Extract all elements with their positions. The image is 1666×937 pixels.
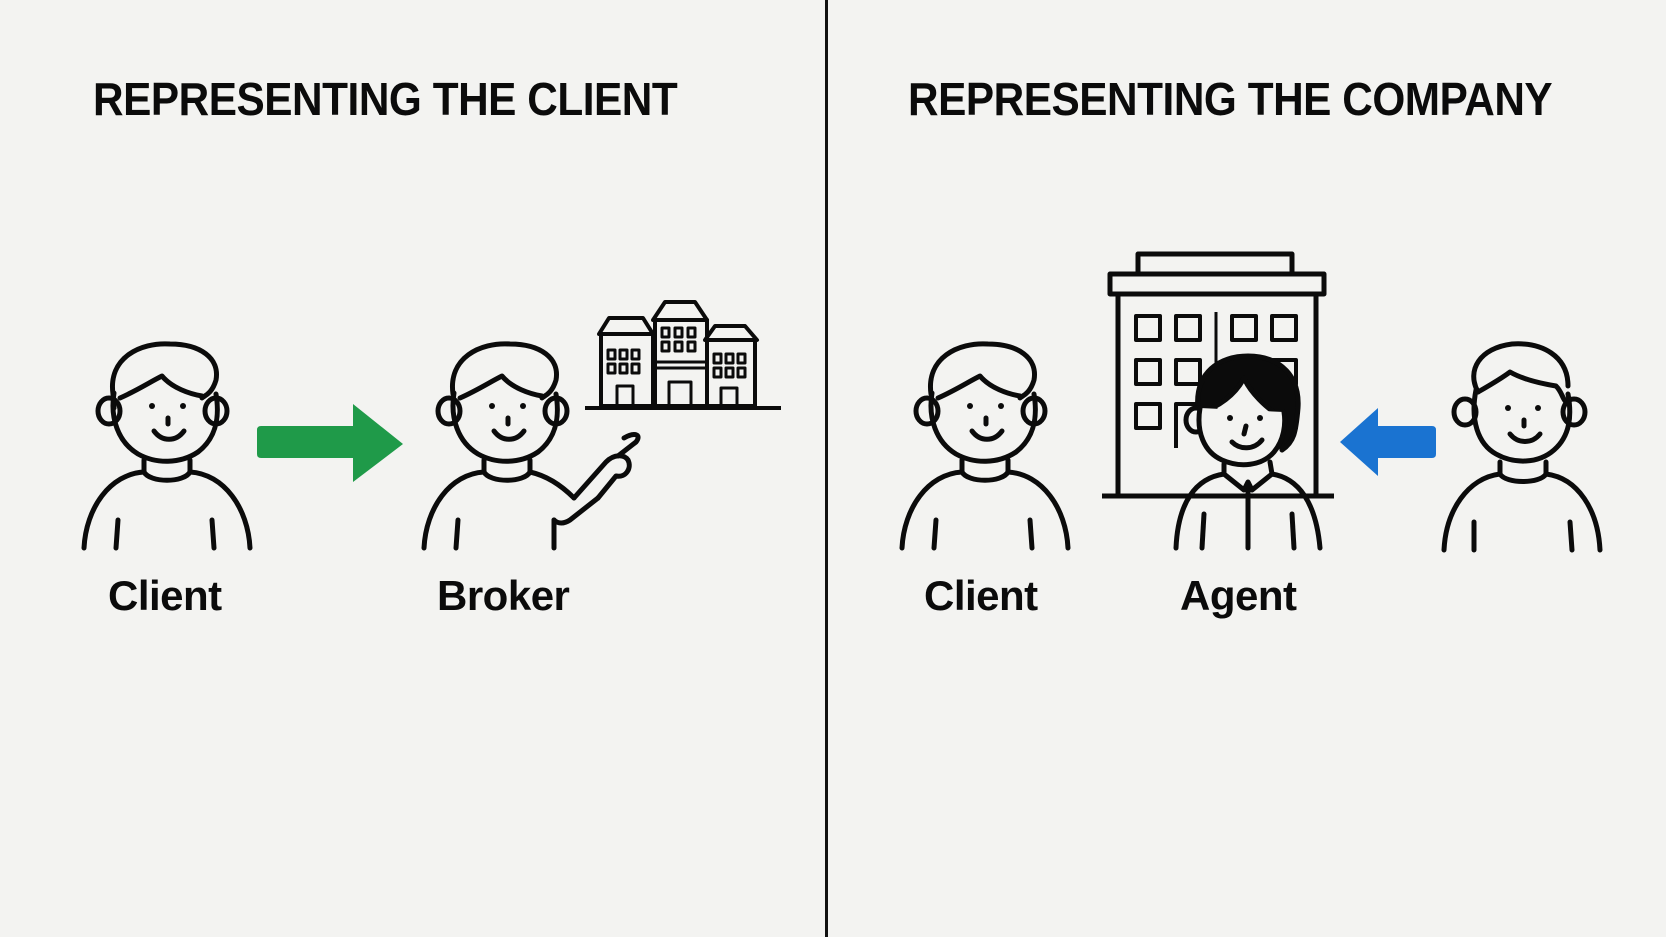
agent-person-icon [1173, 353, 1323, 551]
client-person-icon [81, 341, 253, 551]
panel-title: REPRESENTING THE CLIENT [93, 73, 678, 125]
panel-representing-client: REPRESENTING THE CLIENT [0, 0, 826, 937]
broker-label: Broker [437, 572, 570, 619]
panel-title: REPRESENTING THE COMPANY [908, 73, 1553, 125]
person-icon [1441, 341, 1603, 553]
client-label: Client [924, 572, 1038, 619]
arrow-right-icon [257, 404, 403, 482]
agent-label: Agent [1180, 572, 1297, 619]
panel-divider [825, 0, 828, 937]
panel-representing-company: REPRESENTING THE COMPANY [828, 0, 1666, 937]
broker-person-icon [421, 341, 641, 551]
client-person-icon [899, 341, 1071, 551]
buildings-icon [585, 300, 781, 410]
client-label: Client [108, 572, 222, 619]
arrow-left-icon [1340, 408, 1436, 476]
